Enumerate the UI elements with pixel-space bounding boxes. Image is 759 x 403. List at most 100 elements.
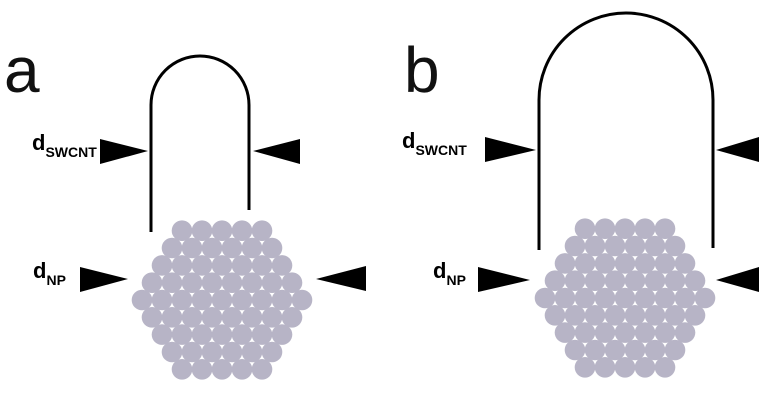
panel-a-particle (201, 272, 223, 294)
panel-b-particle (594, 218, 616, 239)
panel-a-particle (251, 324, 273, 345)
panel-b-particle (644, 270, 666, 292)
panel-b-particle (654, 357, 676, 378)
panel-b-particle (594, 287, 616, 309)
panel-a-particle (201, 341, 223, 363)
panel-b-particle (604, 305, 626, 326)
panel-a-particle (231, 359, 253, 380)
panel-a-particle (171, 220, 193, 241)
panel-a-particle (161, 237, 183, 259)
panel-a-particle (271, 289, 293, 311)
panel-b-particle (634, 287, 656, 309)
panel-b-particle (614, 322, 636, 343)
panel-b-particle (624, 305, 646, 326)
panel-b-particle (634, 253, 656, 274)
panel-b-particle (594, 322, 616, 343)
panel-a-particle (201, 307, 223, 328)
panel-a-particle (221, 237, 243, 259)
panel-b-particle (654, 218, 676, 239)
panel-b-dnp-left-arrow (478, 267, 530, 292)
panel-b-particle (554, 322, 576, 343)
panel-a-dnp-label: dNP (33, 258, 66, 288)
panel-a-particle (191, 324, 213, 345)
panel-b-particle (574, 287, 596, 309)
panel-b-particle (644, 305, 666, 326)
panel-b-particle (624, 270, 646, 292)
panel-a-particle (171, 359, 193, 380)
panel-a-particle (251, 289, 273, 311)
panel-b-particle (664, 270, 686, 292)
panel-b-particle (654, 287, 676, 309)
panel-b-particle (614, 218, 636, 239)
panel-a-particle (161, 307, 183, 328)
panel-b-particle (604, 235, 626, 257)
panel-b-particle (544, 270, 566, 292)
panel-a-particle (211, 359, 233, 380)
panel-a-particle (281, 307, 303, 328)
panel-b-dswcnt-label: dSWCNT (402, 128, 467, 158)
panel-a-particle (261, 237, 283, 259)
panel-b-particle (654, 322, 676, 343)
panel-a-particle (241, 237, 263, 259)
panel-b-particle (544, 305, 566, 326)
panel-a-dswcnt-sub: SWCNT (45, 144, 97, 160)
panel-a-particle (281, 272, 303, 294)
panel-b-particle (574, 357, 596, 378)
panel-b-particle (614, 357, 636, 378)
panel-b-particle (614, 253, 636, 274)
panel-b-particle (624, 339, 646, 361)
panel-b-dnp-label: dNP (433, 258, 466, 288)
panel-a-nanotube (149, 54, 251, 232)
panel-a-particle (221, 272, 243, 294)
panel-a-particle (151, 324, 173, 345)
panel-a-particle (181, 237, 203, 259)
panel-b-particle (664, 305, 686, 326)
panel-a-particle (271, 324, 293, 345)
panel-a-particle (211, 289, 233, 311)
panel-b-particle (564, 339, 586, 361)
panel-b-particle (634, 357, 656, 378)
panel-a-dswcnt-label: dSWCNT (32, 130, 97, 160)
panel-a-particle (171, 289, 193, 311)
panel-b-particle (664, 339, 686, 361)
panel-a-particle (191, 255, 213, 276)
panel-b-particle (594, 357, 616, 378)
panel-b-particle (634, 322, 656, 343)
panel-b-particle (654, 253, 676, 274)
panel-b-particle (574, 322, 596, 343)
panel-a-particle (291, 289, 313, 311)
panel-a-particle (151, 255, 173, 276)
panel-a-dswcnt-left-arrow (100, 139, 148, 164)
panel-a-dnp-right-arrow (316, 266, 366, 291)
panel-a-particle (191, 220, 213, 241)
panel-a-particle (231, 220, 253, 241)
panel-a-dnp-left-arrow (80, 267, 128, 292)
panel-a-particle (191, 289, 213, 311)
panel-a-particle (171, 255, 193, 276)
panel-b-dswcnt-right-arrow (716, 137, 759, 162)
panel-b-particle (624, 235, 646, 257)
panel-b-dnp-sub: NP (446, 272, 465, 288)
panel-a-particle (241, 272, 263, 294)
panel-b-particle (634, 218, 656, 239)
panel-b-particle (534, 287, 556, 309)
panel-b-dnp-right-arrow (716, 267, 759, 292)
panel-b-particle (684, 305, 706, 326)
panel-b-particle (584, 305, 606, 326)
panel-b-nanoparticle (534, 218, 716, 378)
panel-b-particle (564, 235, 586, 257)
panel-a-particle (261, 341, 283, 363)
panel-a-particle (231, 324, 253, 345)
panel-a-particle (251, 220, 273, 241)
panel-a-particle (211, 324, 233, 345)
panel-a-particle (181, 307, 203, 328)
panel-a-particle (241, 307, 263, 328)
panel-b-particle (674, 322, 696, 343)
panel-b-particle (604, 339, 626, 361)
panel-b-particle (604, 270, 626, 292)
panel-a-particle (181, 272, 203, 294)
panel-a-particle (171, 324, 193, 345)
panel-a-particle (211, 255, 233, 276)
panel-b-particle (614, 287, 636, 309)
panel-b-particle (644, 339, 666, 361)
